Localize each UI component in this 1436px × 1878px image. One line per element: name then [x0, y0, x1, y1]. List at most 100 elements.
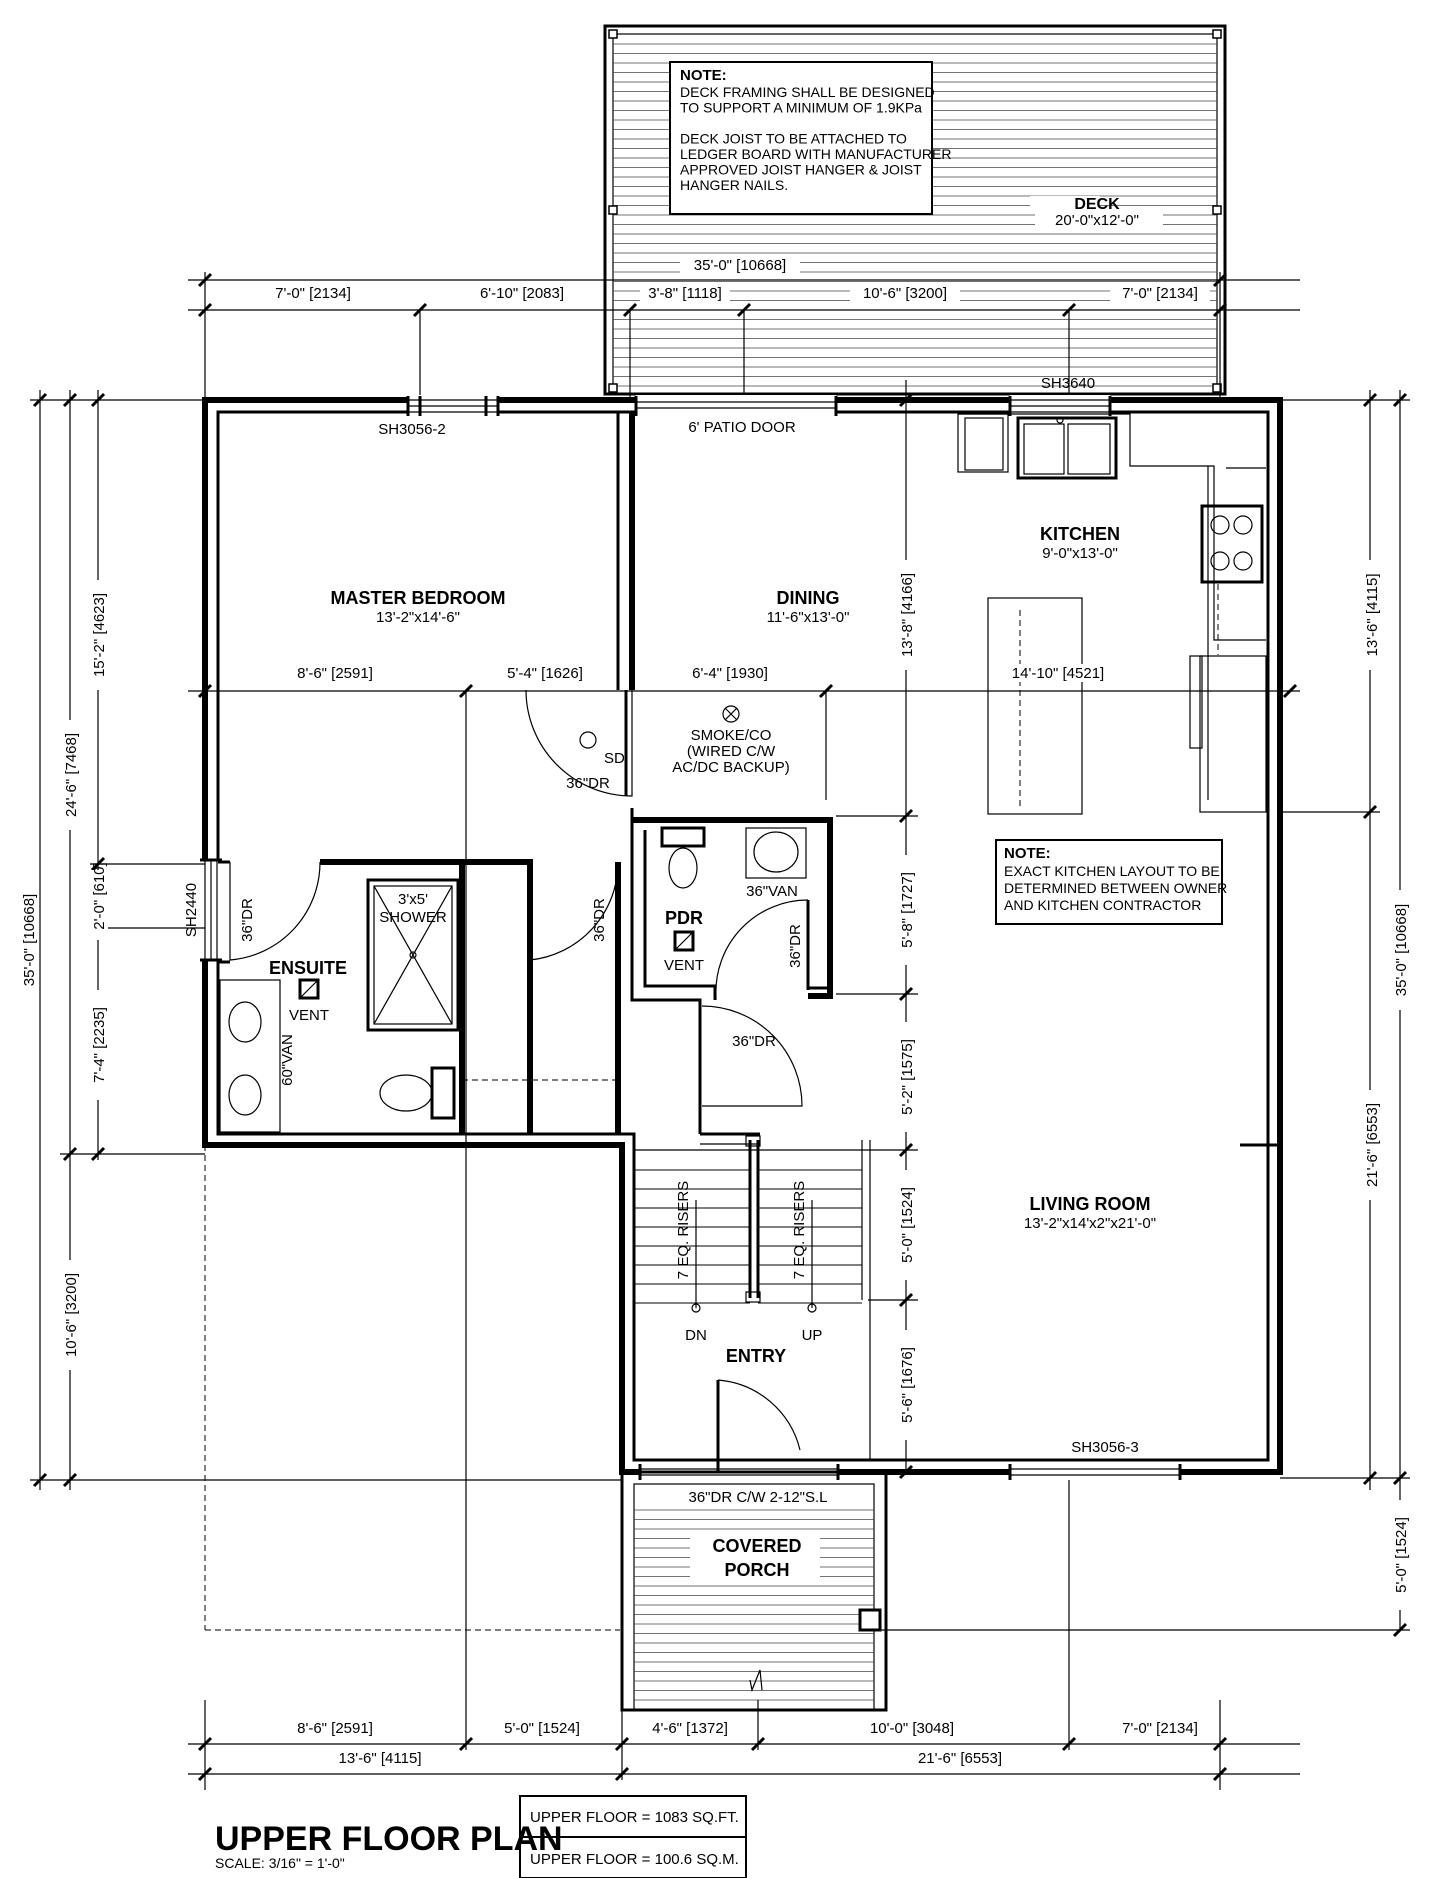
dim-v-4: 5'-0" [1524] [899, 1187, 916, 1263]
dim-right-b: 21'-6" [6553] [1364, 1103, 1381, 1187]
deck-room-size: 20'-0"x12'-0" [1055, 212, 1139, 229]
kitchen-note-heading: NOTE: [1004, 845, 1051, 862]
dim-left-e: 10'-6" [3200] [63, 1273, 80, 1357]
room-porch-line1: COVERED [712, 1536, 801, 1556]
dim-bot-overall-2: 21'-6" [6553] [918, 1750, 1002, 1767]
room-pdr-name: PDR [665, 908, 703, 928]
kitchen-note-line: EXACT KITCHEN LAYOUT TO BE [1004, 863, 1220, 879]
pdr-fixtures [660, 826, 807, 952]
kitchen-note-line: DETERMINED BETWEEN OWNER [1004, 880, 1227, 896]
dim-top-overall: 35'-0" [10668] [694, 257, 786, 274]
dim-right-c: 5'-0" [1524] [1393, 1517, 1410, 1593]
area-sqm: UPPER FLOOR = 100.6 SQ.M. [530, 1851, 739, 1868]
dim-top-2: 6'-10" [2083] [480, 285, 564, 302]
front-door-label: 36"DR C/W 2-12"S.L [688, 1489, 827, 1506]
room-ensuite-name: ENSUITE [269, 958, 347, 978]
ensuite-vanity-label: 60"VAN [279, 1034, 296, 1086]
dim-top-3: 3'-8" [1118] [648, 285, 722, 302]
ensuite-fixtures [219, 878, 460, 1133]
room-kitchen-size: 9'-0"x13'-0" [1042, 545, 1118, 562]
dim-right-overall: 35'-0" [10668] [1393, 904, 1410, 996]
room-entry-name: ENTRY [726, 1346, 786, 1366]
deck-note-line: TO SUPPORT A MINIMUM OF 1.9KPa [680, 100, 922, 116]
stair-risers-down-label: 7 EQ. RISERS [675, 1181, 692, 1279]
deck-post [608, 29, 618, 39]
plan-title: UPPER FLOOR PLAN [215, 1820, 563, 1858]
smoke-co-label-3: AC/DC BACKUP) [672, 759, 790, 776]
pdr-vent-label: VENT [664, 957, 704, 974]
dim-mid-4: 14'-10" [4521] [1012, 665, 1104, 682]
shower-size-label: 3'x5' [398, 891, 428, 908]
dim-top-1: 7'-0" [2134] [275, 285, 351, 302]
doors [229, 689, 810, 1472]
dim-v-1: 13'-8" [4166] [899, 573, 916, 657]
dim-mid-3: 6'-4" [1930] [692, 665, 768, 682]
deck-note-line: DECK JOIST TO BE ATTACHED TO [680, 131, 907, 147]
dim-v-2: 5'-8" [1727] [899, 872, 916, 948]
area-sqft: UPPER FLOOR = 1083 SQ.FT. [530, 1809, 739, 1826]
room-dining-size: 11'-6"x13'-0" [767, 609, 850, 626]
door-pdr-label: 36"DR [787, 924, 804, 968]
room-dining-name: DINING [777, 588, 840, 608]
smoke-co-label-2: (WIRED C/W [687, 743, 776, 760]
deck-post [608, 383, 618, 393]
pdr-vanity-label: 36"VAN [746, 883, 798, 900]
dim-bot-overall-1: 13'-6" [4115] [339, 1750, 422, 1767]
shower-label: SHOWER [379, 909, 447, 926]
deck-note-heading: NOTE: [680, 67, 727, 84]
door-ensuite-label: 36"DR [239, 898, 256, 942]
deck-note-line: LEDGER BOARD WITH MANUFACTURER [680, 146, 951, 162]
deck-post [608, 205, 618, 215]
deck-post [1212, 205, 1222, 215]
dim-bot-4: 10'-0" [3048] [870, 1720, 954, 1737]
kitchen-note: NOTE: EXACT KITCHEN LAYOUT TO BEDETERMIN… [995, 839, 1227, 925]
dim-v-3: 5'-2" [1575] [899, 1039, 916, 1115]
stair-treads [634, 1169, 862, 1304]
top-dimensions: 35'-0" [10668] 7'-0" [2134] 6'-10" [2083… [188, 256, 1300, 400]
door-hall-label: 36"DR [732, 1033, 776, 1050]
left-dimensions: 35'-0" [10668] 24'-6" [7468] 15'-2" [462… [21, 390, 622, 1490]
door-master-label: 36"DR [566, 775, 610, 792]
bottom-dimensions: 8'-6" [2591] 5'-0" [1524] 4'-6" [1372] 1… [188, 1150, 1300, 1790]
stairs [634, 1135, 871, 1460]
room-kitchen-name: KITCHEN [1040, 524, 1120, 544]
mid-dimensions: 8'-6" [2591] 5'-4" [1626] 6'-4" [1930] 1… [188, 664, 1300, 1150]
dim-mid-1: 8'-6" [2591] [297, 665, 373, 682]
porch-steps [634, 1509, 874, 1701]
dim-top-5: 7'-0" [2134] [1122, 285, 1198, 302]
covered-porch [204, 1145, 888, 1712]
window-ensuite-label: SH2440 [183, 883, 200, 937]
deck-note-line: HANGER NAILS. [680, 177, 788, 193]
dim-left-d: 7'-4" [2235] [91, 1007, 108, 1083]
deck-room-name: DECK [1074, 196, 1120, 213]
dim-left-a: 24'-6" [7468] [63, 733, 80, 817]
kitchen-note-line: AND KITCHEN CONTRACTOR [1004, 897, 1201, 913]
dim-top-4: 10'-6" [3200] [863, 285, 947, 302]
window-living-label: SH3056-3 [1071, 1439, 1139, 1456]
misc-labels: SH3056-2 SH3640 SH3056-3 SH2440 6' PATIO… [183, 375, 1139, 1506]
kitchen-fixtures [957, 413, 1267, 815]
plan-scale: SCALE: 3/16" = 1'-0" [215, 1855, 345, 1871]
room-master-size: 13'-2"x14'-6" [376, 609, 460, 626]
interior-walls [205, 412, 1280, 1148]
dim-bot-1: 8'-6" [2591] [297, 1720, 373, 1737]
deck-post [1212, 383, 1222, 393]
deck-post [1212, 29, 1222, 39]
room-living-size: 13'-2"x14'x2"x21'-0" [1024, 1215, 1156, 1232]
room-labels: MASTER BEDROOM 13'-2"x14'-6" DINING 11'-… [269, 524, 1156, 1580]
right-dimensions: 13'-6" [4115] 21'-6" [6553] 35'-0" [1066… [880, 390, 1412, 1638]
smoke-co-detector-icon [722, 705, 740, 723]
stair-up-label: UP [802, 1327, 823, 1344]
dim-mid-2: 5'-4" [1626] [507, 665, 583, 682]
exterior-walls [200, 395, 1283, 1480]
patio-door-label: 6' PATIO DOOR [688, 419, 795, 436]
dim-right-a: 13'-6" [4115] [1364, 574, 1381, 657]
window-kitchen-label: SH3640 [1041, 375, 1095, 392]
interior-vertical-dimensions: 13'-8" [4166] 5'-8" [1727] 5'-2" [1575] … [836, 380, 918, 1480]
smoke-detector-icon [579, 731, 597, 749]
title-block: UPPER FLOOR PLAN SCALE: 3/16" = 1'-0" UP… [215, 1795, 747, 1878]
